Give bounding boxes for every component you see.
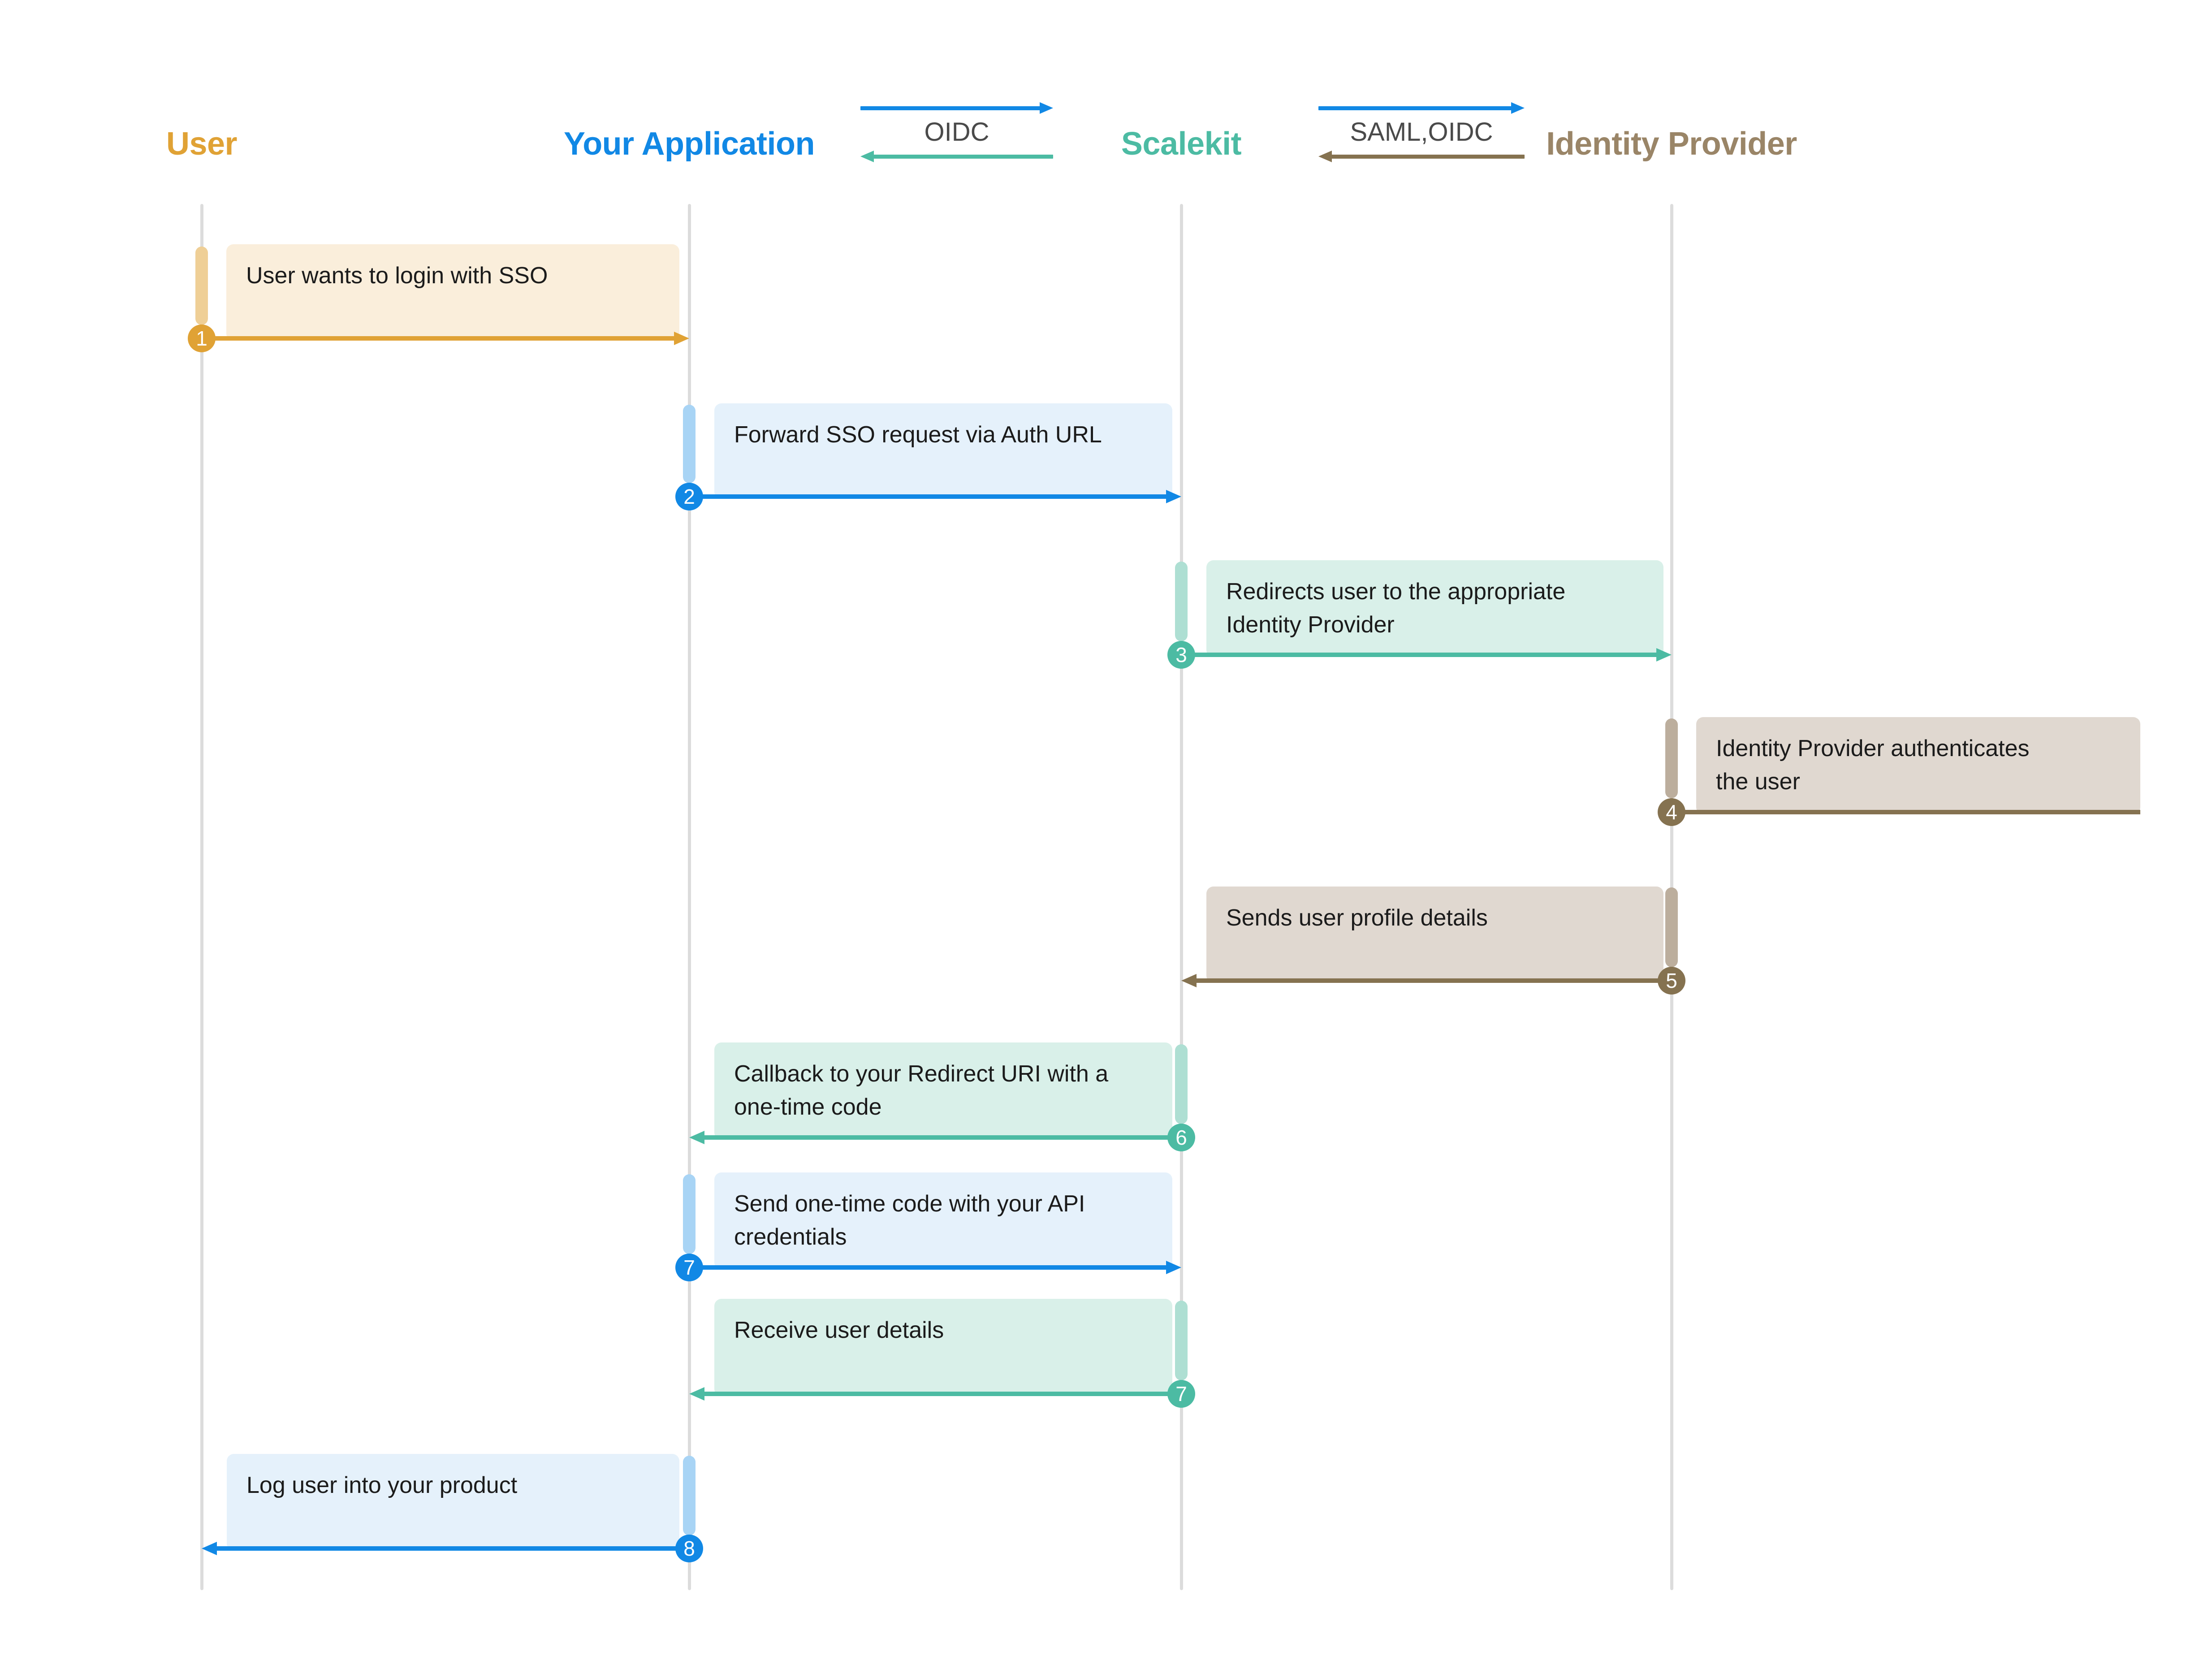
step-badge-8[interactable]: 7: [1167, 1380, 1195, 1408]
step-badge-7[interactable]: 7: [675, 1254, 703, 1281]
actor-header-idp: Identity Provider: [1546, 126, 1797, 162]
message-box-step-4: Identity Provider authenticates the user: [1696, 717, 2140, 814]
step-badge-6[interactable]: 6: [1167, 1124, 1195, 1151]
message-box-step-2: Forward SSO request via Auth URL: [714, 403, 1172, 499]
message-arrow-step-9: [202, 1542, 689, 1555]
protocol-label-scalekit-idp: SAML,OIDC: [1350, 117, 1493, 147]
message-box-step-6: Callback to your Redirect URI with a one…: [714, 1042, 1172, 1140]
protocol-arrow-bottom-scalekit-idp: [1318, 151, 1525, 162]
activation-bar-step-9: [683, 1456, 696, 1535]
message-box-step-8: Receive user details: [714, 1299, 1172, 1396]
message-box-step-1: User wants to login with SSO: [226, 244, 679, 341]
message-box-step-9: Log user into your product: [227, 1454, 679, 1551]
step-badge-2[interactable]: 2: [675, 483, 703, 510]
message-arrow-step-8: [689, 1387, 1181, 1401]
activation-bar-step-5: [1665, 887, 1678, 967]
actor-header-scalekit: Scalekit: [1121, 126, 1242, 162]
step-badge-4[interactable]: 4: [1658, 798, 1685, 826]
protocol-arrow-top-scalekit-idp: [1318, 102, 1525, 114]
protocol-legend-app-scalekit: OIDC: [860, 102, 1053, 162]
activation-bar-step-1: [195, 247, 208, 325]
message-text-step-9: Log user into your product: [246, 1472, 518, 1498]
activation-bar-step-2: [683, 405, 696, 483]
actor-header-user: User: [166, 126, 238, 162]
message-text-step-5: Sends user profile details: [1226, 905, 1488, 931]
message-arrow-step-6: [689, 1131, 1181, 1144]
message-text-step-2: Forward SSO request via Auth URL: [734, 422, 1102, 448]
message-text-step-3: Redirects user to the appropriate Identi…: [1226, 579, 1566, 638]
message-text-step-7: Send one-time code with your API credent…: [734, 1191, 1085, 1250]
protocol-arrow-bottom-app-scalekit: [860, 151, 1053, 162]
protocol-arrow-top-app-scalekit: [860, 102, 1053, 114]
message-arrow-step-5: [1181, 974, 1672, 987]
activation-bar-step-8: [1175, 1301, 1188, 1380]
step-badge-3[interactable]: 3: [1167, 641, 1195, 669]
message-text-step-4: Identity Provider authenticates the user: [1716, 735, 2030, 795]
message-box-step-5: Sends user profile details: [1206, 887, 1663, 983]
actor-header-app: Your Application: [564, 126, 815, 162]
lifeline-user: [200, 204, 203, 1590]
activation-bar-step-6: [1175, 1044, 1188, 1124]
message-text-step-6: Callback to your Redirect URI with a one…: [734, 1061, 1109, 1120]
message-box-step-3: Redirects user to the appropriate Identi…: [1206, 560, 1663, 657]
step-badge-9[interactable]: 8: [675, 1535, 703, 1562]
step-badge-5[interactable]: 5: [1658, 967, 1685, 995]
protocol-legend-scalekit-idp: SAML,OIDC: [1318, 102, 1525, 162]
message-arrow-step-2: [689, 490, 1181, 503]
lifeline-scalekit: [1180, 204, 1183, 1590]
message-text-step-8: Receive user details: [734, 1317, 944, 1343]
activation-bar-step-3: [1175, 562, 1188, 641]
message-box-step-7: Send one-time code with your API credent…: [714, 1172, 1172, 1270]
activation-bar-step-4: [1665, 718, 1678, 798]
message-text-step-1: User wants to login with SSO: [246, 263, 548, 289]
message-arrow-step-4: [1672, 805, 2140, 819]
activation-bar-step-7: [683, 1174, 696, 1254]
protocol-label-app-scalekit: OIDC: [924, 117, 989, 147]
message-arrow-step-7: [689, 1261, 1181, 1274]
message-arrow-step-1: [202, 332, 689, 345]
message-arrow-step-3: [1181, 648, 1672, 662]
step-badge-1[interactable]: 1: [188, 324, 216, 352]
lifeline-app: [688, 204, 691, 1590]
